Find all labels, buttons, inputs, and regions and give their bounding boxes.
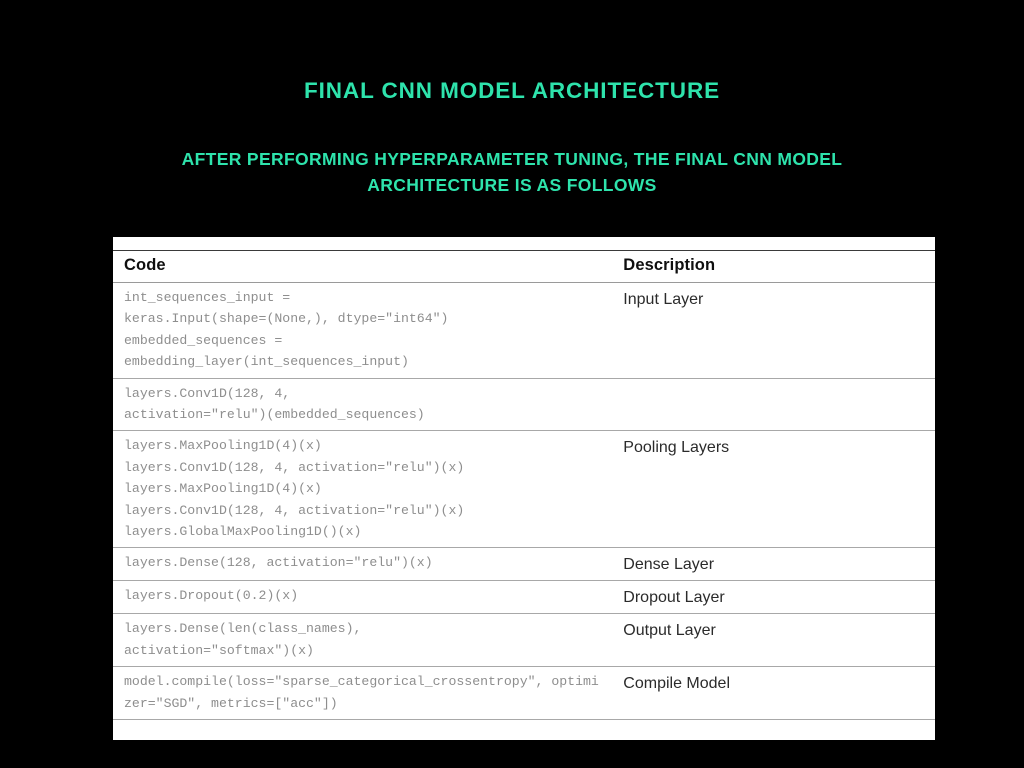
table-cell-description: Compile Model xyxy=(610,666,935,721)
code-snippet: layers.Dense(128, activation="relu")(x) xyxy=(124,555,433,571)
table-cell-code: layers.MaxPooling1D(4)(x) layers.Conv1D(… xyxy=(113,430,611,549)
table-row: layers.Dense(128, activation="relu")(x) … xyxy=(113,547,935,582)
code-snippet: layers.MaxPooling1D(4)(x) layers.Conv1D(… xyxy=(124,438,465,540)
table-top-spacer-cell-left xyxy=(113,237,611,251)
table-cell-description: Pooling Layers xyxy=(610,430,935,549)
architecture-table-panel: Code Description int_sequences_input = k… xyxy=(113,237,935,741)
table-cell-code: layers.Conv1D(128, 4, activation="relu")… xyxy=(113,378,611,432)
code-snippet: int_sequences_input = keras.Input(shape=… xyxy=(124,290,449,370)
table-top-spacer-cell-right xyxy=(610,237,935,251)
table-header-row: Code Description xyxy=(113,250,935,283)
architecture-table: Code Description int_sequences_input = k… xyxy=(113,237,935,740)
code-snippet: layers.Dropout(0.2)(x) xyxy=(124,588,299,604)
table-bottom-spacer-cell-left xyxy=(113,720,610,741)
table-cell-description: Dense Layer xyxy=(610,547,935,582)
table-header-cell-code: Code xyxy=(113,250,611,283)
code-snippet: layers.Conv1D(128, 4, activation="relu")… xyxy=(124,385,425,423)
table-cell-code: model.compile(loss="sparse_categorical_c… xyxy=(113,666,611,721)
table-cell-code: int_sequences_input = keras.Input(shape=… xyxy=(113,282,611,379)
table-cell-description: Input Layer xyxy=(610,282,935,379)
description-label: Compile Model xyxy=(623,675,731,693)
table-row: model.compile(loss="sparse_categorical_c… xyxy=(113,666,935,721)
description-label: Output Layer xyxy=(623,622,716,640)
page-subtitle: AFTER PERFORMING HYPERPARAMETER TUNING, … xyxy=(181,149,843,195)
description-label: Dropout Layer xyxy=(623,589,725,607)
table-row: layers.Conv1D(128, 4, activation="relu")… xyxy=(113,378,935,432)
code-snippet: layers.Dense(len(class_names), activatio… xyxy=(124,621,362,658)
table-cell-description xyxy=(610,378,935,432)
table-row: layers.Dropout(0.2)(x) Dropout Layer xyxy=(113,580,935,615)
table-bottom-spacer-row xyxy=(113,720,935,741)
table-bottom-spacer-cell-right xyxy=(610,720,935,741)
description-label xyxy=(610,383,935,385)
description-label: Input Layer xyxy=(623,291,704,308)
table-cell-description: Output Layer xyxy=(610,613,935,668)
table-row: layers.MaxPooling1D(4)(x) layers.Conv1D(… xyxy=(113,430,935,549)
table-header-cell-description: Description xyxy=(610,250,935,283)
column-header-code: Code xyxy=(124,256,166,274)
table-row: layers.Dense(len(class_names), activatio… xyxy=(113,613,935,668)
description-label: Pooling Layers xyxy=(623,439,730,457)
column-header-description: Description xyxy=(623,256,716,274)
table-cell-code: layers.Dense(len(class_names), activatio… xyxy=(113,613,611,668)
table-body: Code Description int_sequences_input = k… xyxy=(113,237,935,740)
table-top-spacer-row xyxy=(113,237,935,251)
table-cell-code: layers.Dropout(0.2)(x) xyxy=(113,580,611,615)
page-title: FINAL CNN MODEL ARCHITECTURE xyxy=(303,78,721,103)
code-snippet: model.compile(loss="sparse_categorical_c… xyxy=(124,674,599,711)
table-cell-description: Dropout Layer xyxy=(610,580,935,615)
table-row: int_sequences_input = keras.Input(shape=… xyxy=(113,282,935,379)
description-label: Dense Layer xyxy=(623,556,715,574)
table-cell-code: layers.Dense(128, activation="relu")(x) xyxy=(113,547,611,582)
